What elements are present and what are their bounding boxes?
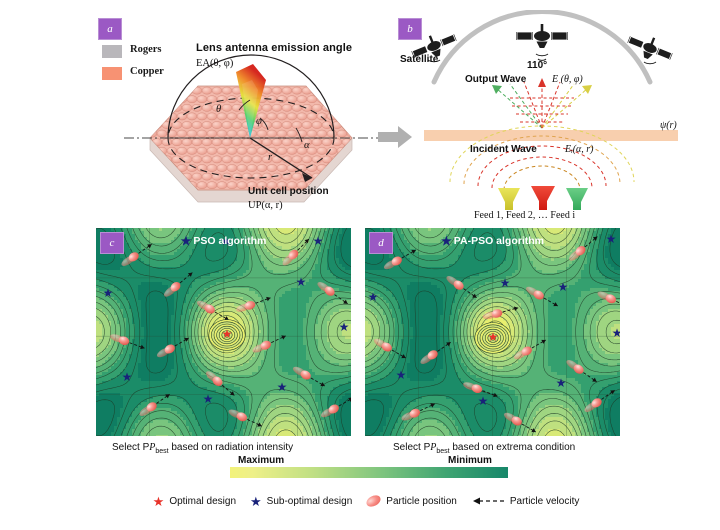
legend-item-sub-optimal-design: ★ Sub-optimal design [250,495,352,508]
panel-c-caption-tail: based on radiation intensity [168,442,294,453]
panel-badge-b: b [398,18,422,40]
satellite-label: Satellite [400,54,439,65]
blue-star-icon: ★ [250,493,262,509]
material-label-rogers: Rogers [130,44,162,55]
beam-scanning-graphic [411,10,678,210]
panel-c-caption-sub: best [155,448,169,455]
panel-c-caption-head: Select P [112,442,150,453]
panel-badge-a: a [98,18,122,40]
colorbar [230,467,508,478]
incident-wave-formula: Eᵢ(α, r) [565,144,594,155]
incident-wave-label: Incident Wave [470,144,537,155]
contour-svg-c: ★★★★★★★★★ [96,228,351,436]
phase-label: ψ(r) [660,120,677,131]
lens-antenna-graphic [124,54,378,203]
legend-label-particle-position: Particle position [386,495,457,507]
material-swatch-rogers [102,45,122,58]
legend-item-optimal-design: ★ Optimal design [153,495,236,508]
red-star-icon: ★ [152,493,165,509]
feeds-label: Feed 1, Feed 2, … Feed i [474,210,576,221]
output-wave-formula: E (θ, φ) [552,74,583,85]
panel-c-caption: Select PPbest based on radiation intensi… [112,442,294,455]
particle-dot-icon [364,493,383,509]
material-swatch-copper [102,67,122,80]
angle-label-alpha: α [304,140,310,151]
panel-d-caption: Select PPbest based on extrema condition [393,442,576,455]
legend-item-particle-velocity: Particle velocity [471,496,579,507]
output-wave-label: Output Wave [465,74,527,85]
figure-legend: ★ Optimal design ★ Sub-optimal design Pa… [96,490,636,512]
colorbar-min-label: Minimum [448,455,492,466]
angle-label-r: r [268,152,273,163]
legend-label-particle-velocity: Particle velocity [509,495,580,507]
panel-badge-d: d [369,232,393,254]
unit-cell-formula: UP(α, r) [248,200,283,211]
panel-a: Rogers Copper Lens antenna emission angl… [90,10,390,215]
legend-item-particle-position: Particle position [364,493,457,509]
panel-badge-c: c [100,232,124,254]
angle-label-theta: θ [216,104,222,115]
dashed-arrow-icon [472,497,504,505]
panel-d-caption-tail: based on extrema condition [449,442,576,453]
panel-d-caption-sub: best [436,448,450,455]
panel-d-contour-plot[interactable]: ★★★★★★★★★ ★PA-PSO algorithm [365,228,620,436]
panel-d-caption-head: Select P [393,442,431,453]
panel-a-title: Lens antenna emission angle [196,42,353,54]
beam-angle-label: 110° [527,60,548,71]
legend-label-optimal-design: Optimal design [169,495,237,507]
unit-cell-caption: Unit cell position [248,186,329,197]
legend-label-sub-optimal-design: Sub-optimal design [266,495,353,507]
material-label-copper: Copper [130,66,164,77]
colorbar-max-label: Maximum [238,455,285,466]
angle-label-phi: φ [256,116,262,127]
contour-svg-d: ★★★★★★★★★ [365,228,620,436]
panel-c-contour-plot[interactable]: ★★★★★★★★★ ★PSO algorithm [96,228,351,436]
panel-b: Satellite 110° Output Wave E (θ, φ) ψ(r)… [392,10,717,221]
flow-arrow-icon [378,126,412,148]
